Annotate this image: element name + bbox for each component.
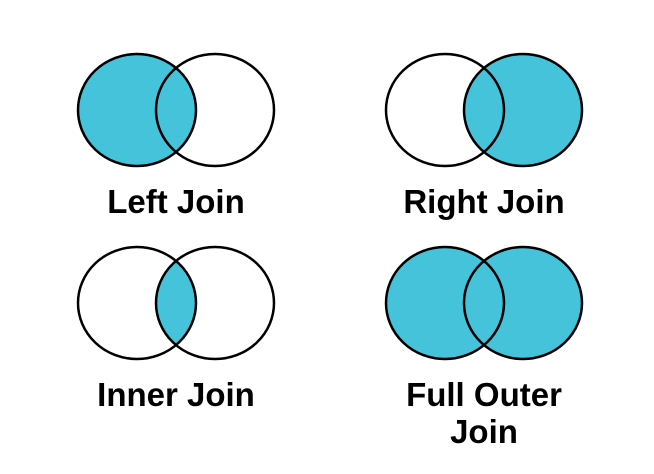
venn-diagram-left-join xyxy=(76,52,276,168)
diagram-label-full-outer-join: Full Outer Join xyxy=(406,375,562,450)
right-circle-outline xyxy=(462,245,584,361)
venn-diagram-inner-join xyxy=(76,245,276,361)
intersection-region xyxy=(156,54,196,166)
intersection-region xyxy=(156,246,196,359)
left-circle-outline xyxy=(384,245,506,361)
venn-diagram-full-outer-join xyxy=(384,245,584,361)
left-circle-outline xyxy=(384,52,506,168)
diagram-cell-right-join: Right Join xyxy=(330,48,638,221)
right-circle-outline xyxy=(154,245,276,361)
diagram-label-inner-join: Inner Join xyxy=(97,375,255,413)
diagram-cell-left-join: Left Join xyxy=(22,48,330,221)
intersection-region xyxy=(464,246,504,359)
intersection-region xyxy=(464,54,504,166)
diagram-label-left-join: Left Join xyxy=(107,183,245,220)
right-circle-outline xyxy=(154,52,276,168)
diagram-cell-inner-join: Inner Join xyxy=(22,241,330,451)
diagram-grid: Left Join Right Join xyxy=(22,48,638,451)
left-circle-outline xyxy=(76,245,198,361)
venn-diagram-right-join xyxy=(384,52,584,168)
diagram-cell-full-outer-join: Full Outer Join xyxy=(330,241,638,451)
left-circle-outline xyxy=(76,52,198,168)
right-circle-outline xyxy=(462,52,584,168)
diagram-label-right-join: Right Join xyxy=(403,183,565,220)
